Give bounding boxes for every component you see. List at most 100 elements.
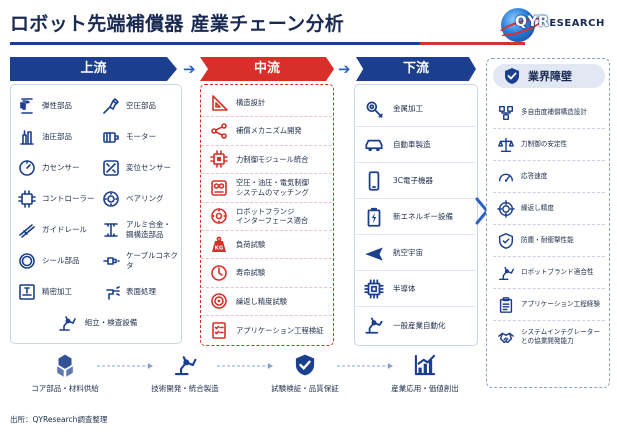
- upstream-row: コントローラーベアリング: [17, 184, 177, 215]
- midstream-item-label: 寿命試験: [236, 268, 266, 278]
- barrier-item: アプリケーション工程経験: [493, 289, 605, 321]
- downstream-item-label: 新エネルギー設備: [393, 212, 453, 221]
- midstream-item: 空圧・油圧・電気制御 システムのマッチング: [201, 174, 332, 203]
- flow-arrow-icon: ➔: [338, 60, 351, 78]
- stage-label: コア部品・材料供給: [31, 384, 99, 393]
- upstream-item: 表面処理: [101, 277, 179, 307]
- flow-arrow-icon: ➔: [183, 60, 196, 78]
- midstream-item: 構造設計: [201, 89, 332, 118]
- stage-label: 試験検証・品質保証: [271, 384, 339, 393]
- semiconductor-icon: [363, 278, 385, 300]
- midstream-header: 中流: [200, 57, 334, 81]
- logo-letter-q: Q: [515, 14, 528, 30]
- barriers-title: 業界障壁: [528, 70, 572, 83]
- barrier-item: ロボットブランド適合性: [493, 257, 605, 289]
- upstream-item-label: 油圧部品: [42, 132, 72, 141]
- midstream-item-label: 構造設計: [236, 97, 266, 107]
- barrier-item-label: ロボットブランド適合性: [521, 268, 594, 276]
- flange-icon: [209, 206, 229, 226]
- upstream-item: シール部品: [17, 246, 99, 276]
- barrier-item-label: 力制御の安定性: [521, 140, 568, 148]
- midstream-item-label: 繰返し精度試験: [236, 296, 288, 306]
- midstream-item: 力制御モジュール統合: [201, 146, 332, 175]
- globe-icon: [501, 8, 535, 42]
- midstream-item-label: ロボットフランジ インターフェース適合: [236, 206, 309, 226]
- barriers-header: 業界障壁: [493, 64, 605, 88]
- i-beam-icon: [101, 220, 121, 240]
- upstream-item-label: モーター: [126, 132, 156, 141]
- barrier-item-label: システムインテグレーター との協業開発能力: [521, 328, 600, 345]
- speedometer-icon: [497, 168, 515, 186]
- upstream-item-label: 表面処理: [126, 287, 156, 296]
- upstream-item-label: 弾性部品: [42, 101, 72, 110]
- upstream-item-label: 力センサー: [42, 163, 80, 172]
- downstream-item: 半導体: [355, 271, 476, 307]
- upstream-item: モーター: [101, 122, 179, 152]
- upstream-row: 力センサー 変位センサー: [17, 153, 177, 184]
- upstream-header: 上流: [10, 57, 177, 81]
- clock-icon: [209, 263, 229, 283]
- upstream-item: ガイドレール: [17, 215, 99, 245]
- upstream-item-label: 変位センサー: [126, 163, 171, 172]
- industrial-robot-icon: [363, 314, 385, 336]
- airplane-icon: [363, 242, 385, 264]
- upstream-item-label: シール部品: [42, 256, 80, 265]
- upstream-item-label: 空圧部品: [126, 101, 156, 110]
- midstream-item-label: 補償メカニズム開発: [236, 126, 302, 136]
- checklist-icon: [209, 320, 229, 340]
- downstream-item: 新エネルギー設備: [355, 199, 476, 235]
- barrier-item: 多自由度補償構造設計: [493, 97, 605, 129]
- guide-rail-icon: [17, 220, 37, 240]
- upstream-item: 空圧部品: [101, 91, 179, 121]
- source-note: 出所：QYResearch調査整理: [10, 415, 108, 424]
- mechanism-icon: [209, 121, 229, 141]
- upstream-item-label: 精密加工: [42, 287, 72, 296]
- barrier-item-label: 防塵・耐衝撃性能: [521, 236, 574, 244]
- downstream-item: 航空宇宙: [355, 235, 476, 271]
- handshake-icon: [497, 328, 515, 346]
- upstream-item: 油圧部品: [17, 122, 99, 152]
- stage-label: 技術開発・統合製造: [151, 384, 219, 393]
- cnc-machine-icon: [17, 282, 37, 302]
- target-icon: [209, 291, 229, 311]
- upstream-row: 油圧部品 モーター: [17, 122, 177, 153]
- upstream-panel: 弾性部品 空圧部品油圧部品 モーター力センサー 変位センサーコントローラーベアリングガ…: [10, 84, 182, 344]
- upstream-item: 力センサー: [17, 153, 99, 183]
- stage-arrow-icon: [215, 362, 275, 370]
- precision-target-icon: [497, 199, 515, 218]
- spring-icon: [17, 96, 37, 116]
- control-system-icon: [209, 178, 229, 198]
- stage-item: 試験検証・品質保証: [250, 352, 360, 394]
- upstream-item: ベアリング: [101, 184, 179, 214]
- upstream-item-label: コントローラー: [42, 194, 95, 203]
- upstream-item-label: ガイドレール: [42, 225, 87, 234]
- downstream-item-label: 自動車製造: [393, 140, 431, 149]
- downstream-item-label: 3C電子機器: [393, 176, 434, 185]
- midstream-item: 寿命試験: [201, 259, 332, 288]
- midstream-item-label: 力制御モジュール統合: [236, 154, 309, 164]
- displacement-sensor-icon: [101, 158, 121, 178]
- gear-wrench-icon: [363, 98, 385, 120]
- balance-icon: [497, 136, 515, 154]
- midstream-item: ロボットフランジ インターフェース適合: [201, 203, 332, 231]
- robot-arm-icon: [57, 311, 79, 333]
- robot-arm-icon: [172, 352, 198, 378]
- barrier-item-label: 繰返し精度: [521, 204, 554, 212]
- hydraulic-icon: [17, 127, 37, 147]
- shield-check-icon: [292, 352, 318, 378]
- barrier-item: 防塵・耐衝撃性能: [493, 225, 605, 257]
- midstream-item: 繰返し精度試験: [201, 288, 332, 317]
- midstream-item-label: 空圧・油圧・電気制御 システムのマッチング: [236, 178, 309, 197]
- upstream-row: シール部品 ケーブルコネクタ: [17, 246, 178, 277]
- car-icon: [363, 134, 385, 156]
- upstream-item-label: ケーブルコネクタ: [126, 251, 178, 270]
- downstream-item-label: 金属加工: [393, 104, 423, 113]
- barrier-item: システムインテグレーター との協業開発能力: [493, 321, 605, 353]
- cubes-icon: [52, 352, 78, 378]
- barrier-item: 繰返し精度: [493, 193, 605, 225]
- robot-arm-icon: [497, 264, 515, 282]
- value-chain-stages: コア部品・材料供給技術開発・統合製造試験検証・品質保証産業応用・価値創出: [10, 352, 480, 402]
- upstream-item: 弾性部品: [17, 91, 99, 121]
- downstream-item-label: 半導体: [393, 284, 416, 293]
